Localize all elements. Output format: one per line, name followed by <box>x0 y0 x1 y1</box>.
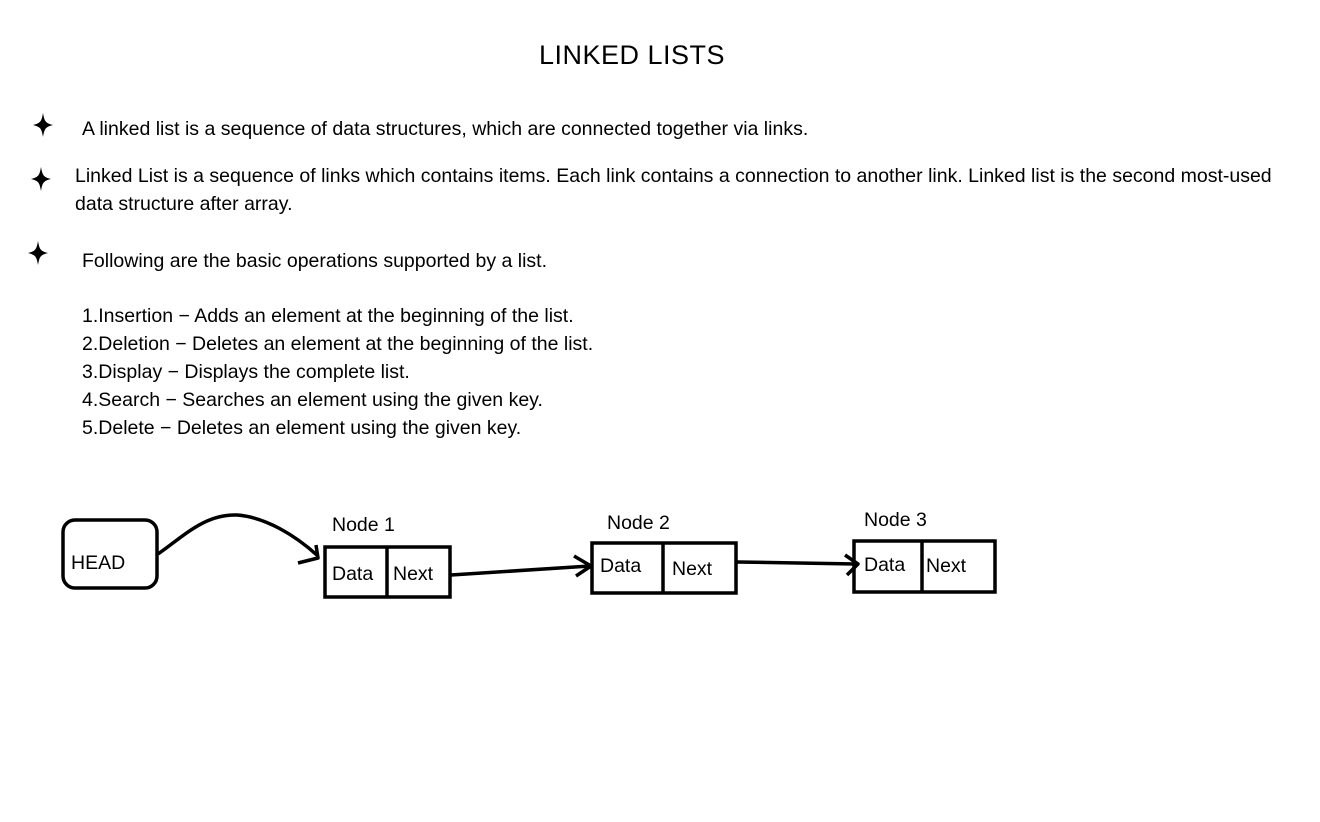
bullet-text-operations-intro: Following are the basic operations suppo… <box>82 250 548 272</box>
arrowhead-icon <box>297 544 320 565</box>
operation-item: 4.Search − Searches an element using the… <box>82 389 543 411</box>
head-box <box>61 518 159 590</box>
node2-next-label: Next <box>672 558 713 580</box>
arrowhead-icon <box>844 553 860 577</box>
bullet-text-definition: A linked list is a sequence of data stru… <box>82 118 809 140</box>
head-to-node1-arrow <box>156 513 320 558</box>
node3-data-label: Data <box>864 554 905 576</box>
node2-title: Node 2 <box>607 512 670 534</box>
bullet-star-icon <box>31 167 51 191</box>
bullet-text-description: Linked List is a sequence of links which… <box>75 165 1272 215</box>
operation-item: 2.Deletion − Deletes an element at the b… <box>82 333 594 355</box>
operation-item: 1.Insertion − Adds an element at the beg… <box>82 305 574 327</box>
node3-title: Node 3 <box>864 509 927 531</box>
node2-to-node3-arrow <box>736 560 857 566</box>
operation-item: 5.Delete − Deletes an element using the … <box>82 417 522 439</box>
head-label: HEAD <box>71 552 125 574</box>
operations-list: 1.Insertion − Adds an element at the beg… <box>82 302 593 442</box>
node1-title: Node 1 <box>332 514 395 536</box>
bullet-star-icon <box>33 113 53 137</box>
page-title: LINKED LISTS <box>539 40 726 70</box>
node1-next-label: Next <box>393 563 434 585</box>
bullet-star-icon <box>28 241 48 265</box>
operation-item: 3.Display − Displays the complete list. <box>82 361 410 383</box>
node1-data-label: Data <box>332 563 373 585</box>
node2-data-label: Data <box>600 555 641 577</box>
node3-box <box>852 539 997 594</box>
node1-to-node2-arrow <box>450 564 591 577</box>
node3-next-label: Next <box>926 555 967 577</box>
